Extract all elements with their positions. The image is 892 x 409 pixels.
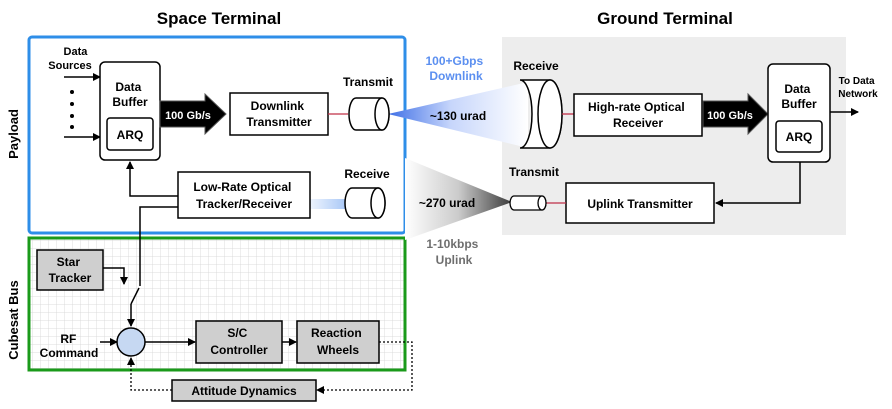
sensor-switch — [130, 287, 140, 305]
uplink-divergence-label: ~270 urad — [419, 196, 475, 210]
summing-junction — [116, 327, 146, 357]
ground-terminal-title: Ground Terminal — [597, 9, 733, 28]
wheels-to-dynamics-loop — [316, 341, 413, 394]
downlink-rate-label: 100+Gbps Downlink — [425, 54, 486, 83]
star-tracker-label: Star Tracker — [49, 255, 92, 285]
space-rate-label: 100 Gb/s — [165, 110, 211, 122]
downlink-transmitter-label: Downlink Transmitter — [246, 99, 312, 129]
reaction-wheels-label: Reaction Wheels — [311, 326, 365, 357]
ground-rate-label: 100 Gb/s — [707, 110, 753, 122]
tracker-to-arq-line — [126, 161, 178, 197]
reaction-wheels-box — [296, 320, 380, 364]
ground-arq-label: ARQ — [786, 130, 813, 144]
ground-rate-arrow — [702, 92, 769, 136]
high-rate-receiver-box — [573, 93, 703, 137]
tracker-to-bus-line — [139, 206, 178, 286]
star-tracker-line — [103, 267, 128, 285]
space-arq-label: ARQ — [117, 128, 144, 142]
space-receive-telescope — [344, 187, 386, 219]
space-arq-box — [106, 117, 154, 151]
to-network-label: To Data Network — [838, 76, 878, 100]
uplink-beam — [405, 158, 512, 240]
space-receive-label: Receive — [344, 167, 390, 181]
data-sources-label: Data Sources — [48, 46, 91, 72]
downlink-divergence-label: ~130 urad — [430, 109, 486, 123]
tracker-glow — [310, 199, 346, 209]
rf-command-label: RF Command — [40, 332, 99, 360]
ground-transmit-label: Transmit — [509, 165, 559, 179]
space-rate-arrow — [159, 92, 227, 136]
tracker-receiver-box — [177, 171, 311, 219]
sc-controller-box — [195, 320, 283, 364]
downlink-beam — [388, 82, 528, 148]
space-terminal-title: Space Terminal — [157, 9, 281, 28]
space-transmit-telescope — [348, 97, 390, 131]
attitude-dynamics-label: Attitude Dynamics — [191, 384, 297, 398]
uplink-transmitter-label: Uplink Transmitter — [587, 197, 693, 211]
star-tracker-box — [36, 249, 104, 291]
sc-controller-label: S/C Controller — [210, 326, 268, 357]
bus-side-label: Cubesat Bus — [6, 280, 21, 359]
ground-receive-label: Receive — [513, 59, 559, 73]
tracker-receiver-label: Low-Rate Optical Tracker/Receiver — [193, 180, 294, 211]
ground-arq-box — [775, 120, 823, 153]
space-transmit-label: Transmit — [343, 75, 393, 89]
high-rate-receiver-label: High-rate Optical Receiver — [588, 100, 688, 130]
uplink-transmitter-box — [565, 182, 715, 224]
payload-side-label: Payload — [6, 109, 21, 159]
ground-transmit-telescope — [509, 195, 547, 211]
data-sources-ellipsis — [70, 90, 74, 129]
arq-to-uplink-line — [715, 162, 801, 207]
uplink-rate-label: 1-10kbps Uplink — [426, 237, 481, 267]
ground-data-buffer-label: Data Buffer — [781, 82, 817, 111]
ground-receive-telescope — [519, 79, 563, 149]
dynamics-to-summer-loop — [127, 357, 172, 391]
space-data-buffer-label: Data Buffer — [112, 80, 148, 109]
